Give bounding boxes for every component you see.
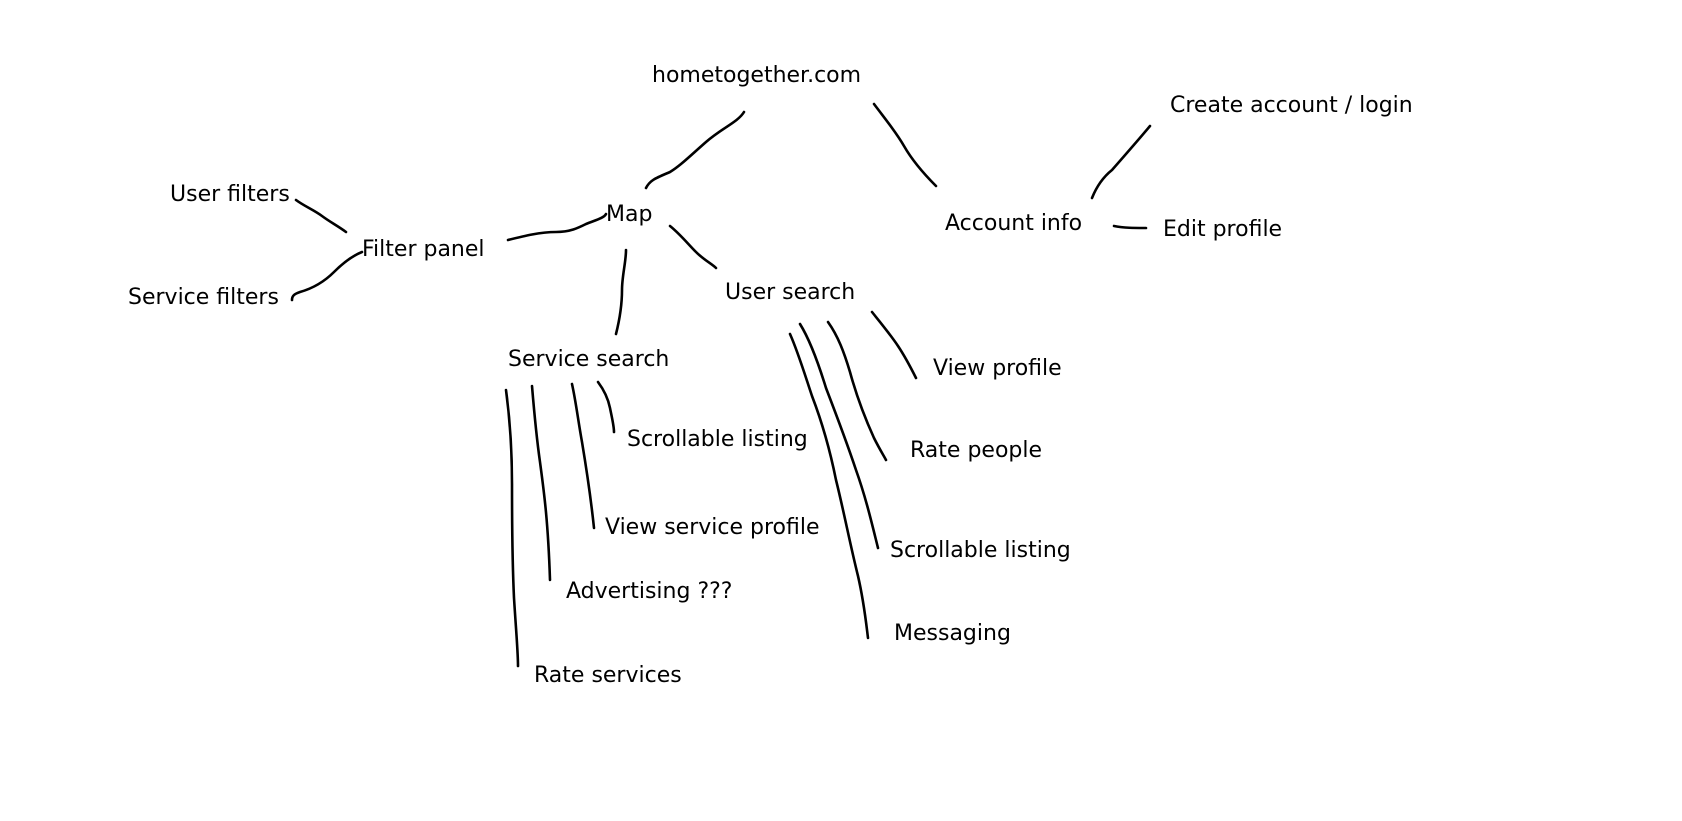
node-user-messaging: Messaging	[894, 621, 1011, 646]
edge-service-view-profile	[570, 382, 596, 530]
edge-user-scrollable-listing	[798, 322, 880, 550]
node-map: Map	[606, 202, 653, 227]
node-user-rate-people: Rate people	[910, 438, 1043, 463]
edge-map-service-search	[614, 248, 628, 336]
edge-service-scrollable-listing	[596, 380, 616, 434]
node-user-scrollable-listing: Scrollable listing	[890, 538, 1071, 563]
node-user-view-profile: View profile	[933, 356, 1062, 381]
edge-map-user-search	[668, 224, 718, 270]
edge-root-account-info	[872, 102, 938, 188]
edge-user-messaging	[788, 332, 870, 640]
node-user-search: User search	[725, 280, 856, 305]
node-service-advertising: Advertising ???	[566, 579, 733, 604]
node-filter-panel: Filter panel	[362, 237, 485, 262]
node-service-scrollable-listing: Scrollable listing	[627, 427, 808, 452]
root-node-title: hometogether.com	[652, 63, 862, 88]
node-account-info: Account info	[945, 211, 1083, 236]
node-service-view-profile: View service profile	[605, 515, 820, 540]
node-user-filters: User filters	[170, 182, 290, 207]
edge-filter-user-filters	[294, 198, 348, 234]
edge-service-rate	[504, 388, 520, 668]
edge-service-advertising	[530, 384, 552, 582]
edge-user-rate-people	[826, 320, 888, 462]
edge-user-view-profile	[870, 310, 918, 380]
edge-filter-service-filters	[290, 250, 364, 302]
edge-account-create	[1090, 124, 1152, 200]
node-service-search: Service search	[508, 347, 670, 372]
node-edit-profile: Edit profile	[1163, 217, 1283, 242]
edge-map-filter-panel	[506, 212, 608, 242]
edge-account-edit-profile	[1112, 224, 1148, 230]
edge-root-map	[644, 110, 746, 190]
node-create-account-login: Create account / login	[1170, 93, 1413, 118]
node-service-rate: Rate services	[534, 663, 682, 688]
node-service-filters: Service filters	[128, 285, 279, 310]
